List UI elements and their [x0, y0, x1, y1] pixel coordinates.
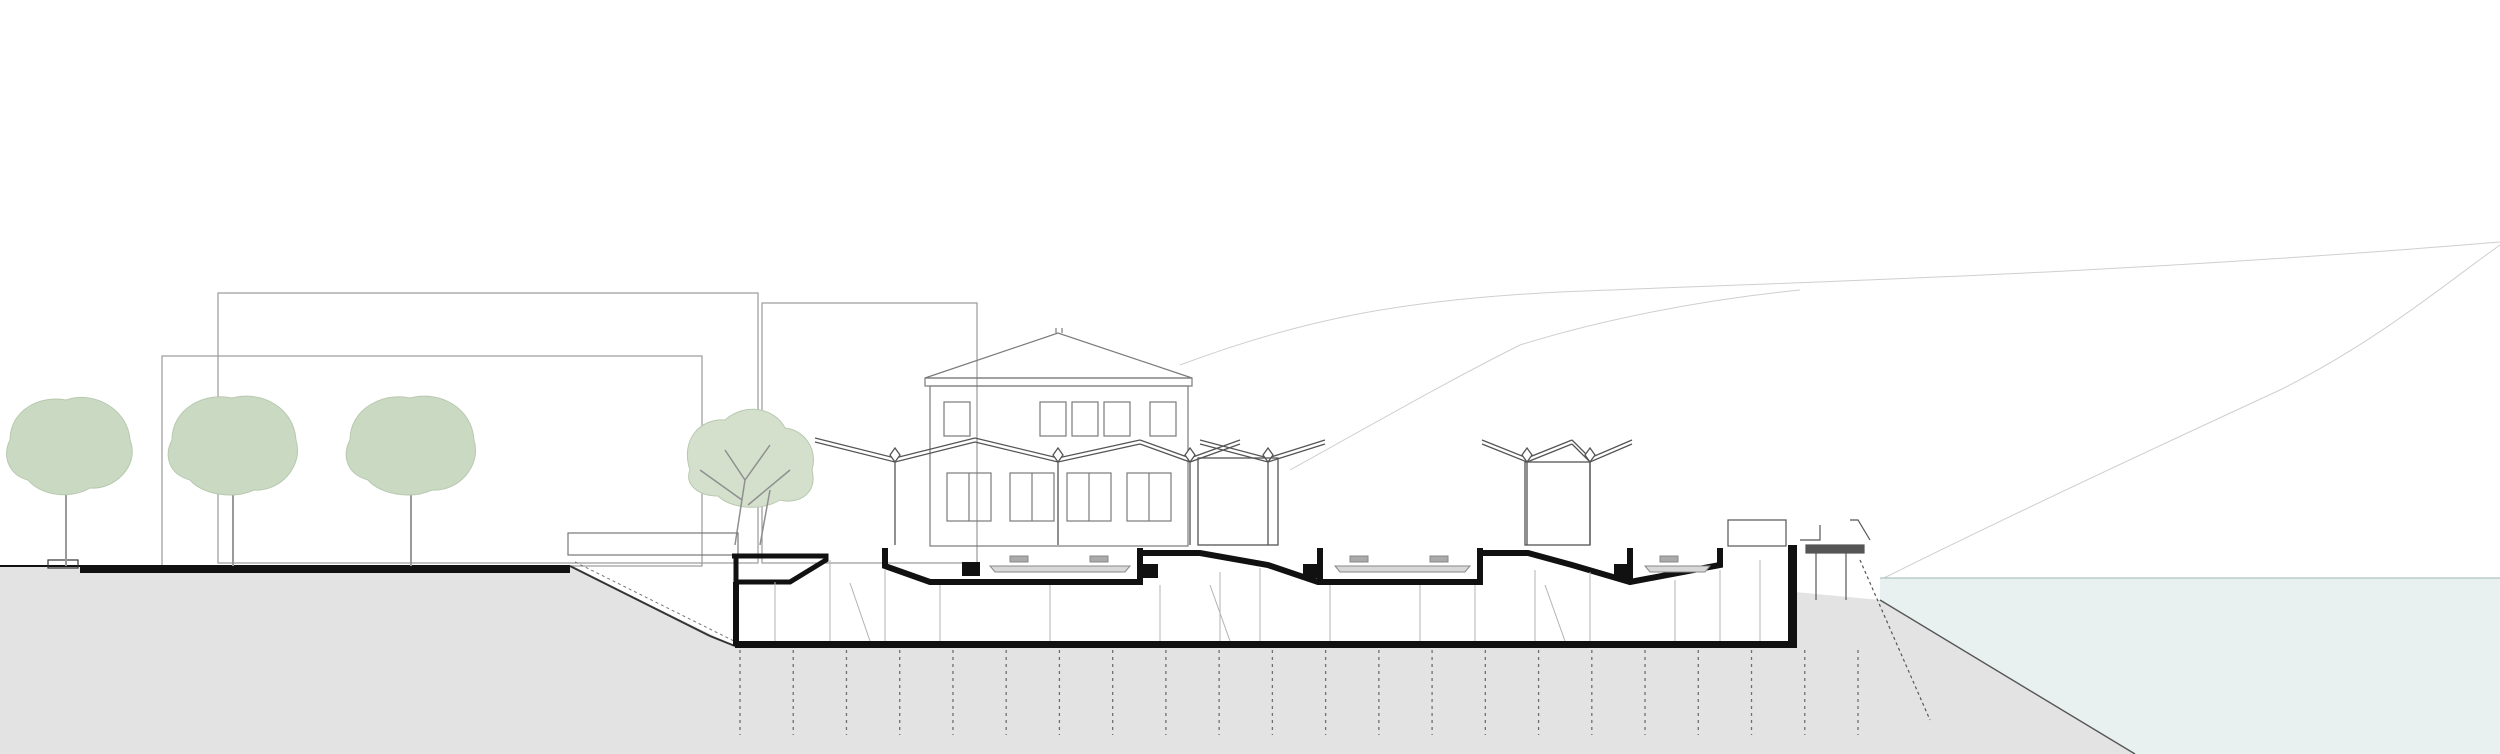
canopy — [974, 437, 1141, 545]
courtyard-tree — [686, 408, 814, 546]
villa-facade — [929, 385, 1189, 547]
ground-slope-right — [1795, 592, 2135, 754]
site-stairs — [569, 565, 736, 647]
historic-villa — [924, 328, 1193, 547]
canopy — [1139, 439, 1241, 545]
tree — [345, 395, 476, 566]
building-block-tall — [217, 292, 759, 564]
retaining-wall — [1788, 545, 1797, 648]
courtyard-wall — [567, 532, 739, 556]
canopy — [1197, 439, 1326, 546]
section-cut — [732, 545, 1797, 648]
roof-canopies — [814, 437, 1633, 546]
pier-structure — [1727, 519, 1931, 721]
tree — [167, 395, 298, 566]
riverbank-line — [1879, 599, 2136, 754]
pier-deck — [1805, 544, 1865, 554]
villa-roof — [924, 332, 1193, 379]
ground-fill — [0, 566, 2135, 754]
tree — [6, 396, 133, 566]
canopy — [814, 437, 976, 545]
foundation-piles — [739, 650, 1859, 735]
planter-beds — [988, 555, 1712, 573]
interior-lines — [774, 560, 1761, 642]
base-slab — [735, 641, 1795, 648]
canopy — [1481, 439, 1633, 546]
street-curb — [47, 559, 79, 569]
water-body — [1880, 578, 2500, 754]
hillside-outline — [1179, 241, 2500, 581]
street-terrain — [0, 559, 741, 647]
street-slab — [80, 566, 570, 573]
street-trees — [6, 395, 476, 566]
villa-cornice — [924, 377, 1193, 387]
